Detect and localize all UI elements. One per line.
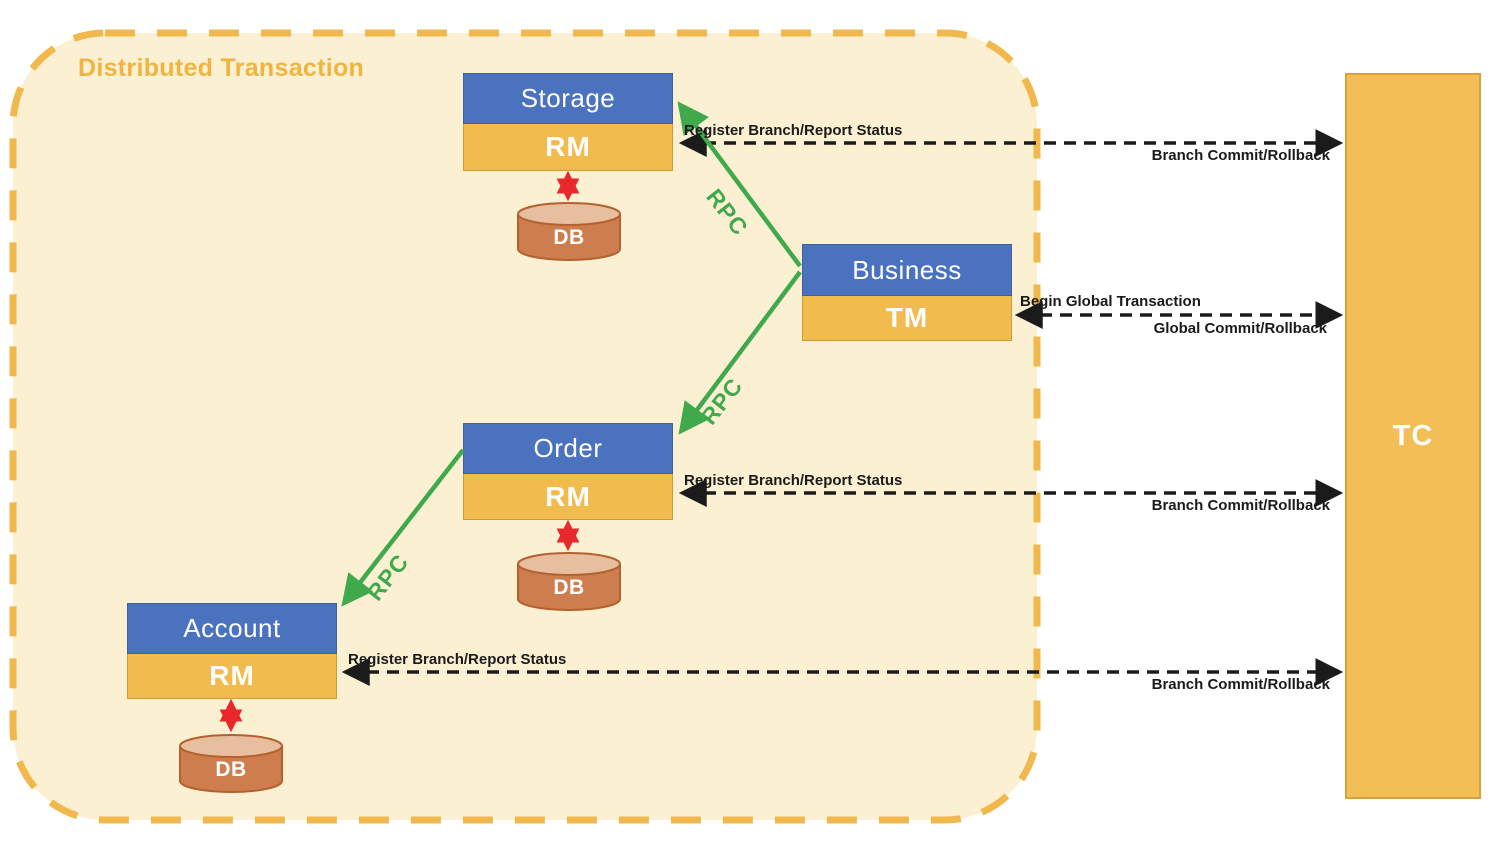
order-rm-label: RM	[463, 474, 673, 520]
rpc-label-account: RPC	[361, 548, 414, 606]
account-rm-label: RM	[127, 654, 337, 699]
storage-service-label: Storage	[463, 73, 673, 124]
order-branch-commit-label: Branch Commit/Rollback	[1151, 497, 1330, 514]
order-register-branch-label: Register Branch/Report Status	[684, 472, 903, 489]
storage-rm-label: RM	[463, 124, 673, 171]
business-service-node: Business TM	[802, 244, 1012, 341]
begin-global-transaction-label: Begin Global Transaction	[1020, 293, 1201, 310]
account-service-label: Account	[127, 603, 337, 654]
storage-db-label: DB	[553, 226, 585, 249]
business-tm-label: TM	[802, 296, 1012, 341]
order-service-label: Order	[463, 423, 673, 474]
account-register-branch-label: Register Branch/Report Status	[348, 651, 567, 668]
storage-register-branch-label: Register Branch/Report Status	[684, 122, 903, 139]
order-db-label: DB	[553, 576, 585, 599]
storage-branch-commit-label: Branch Commit/Rollback	[1151, 147, 1330, 164]
global-commit-rollback-label: Global Commit/Rollback	[1153, 320, 1327, 337]
account-service-node: Account RM	[127, 603, 337, 699]
storage-service-node: Storage RM	[463, 73, 673, 171]
rpc-label-storage: RPC	[701, 183, 754, 241]
transaction-coordinator-node: TC	[1345, 73, 1481, 799]
account-db-label: DB	[215, 758, 247, 781]
order-service-node: Order RM	[463, 423, 673, 520]
account-branch-commit-label: Branch Commit/Rollback	[1151, 676, 1330, 693]
diagram-title: Distributed Transaction	[78, 54, 365, 82]
order-account-rpc-arrow	[341, 448, 465, 607]
business-service-label: Business	[802, 244, 1012, 296]
rpc-label-order: RPC	[695, 372, 748, 430]
